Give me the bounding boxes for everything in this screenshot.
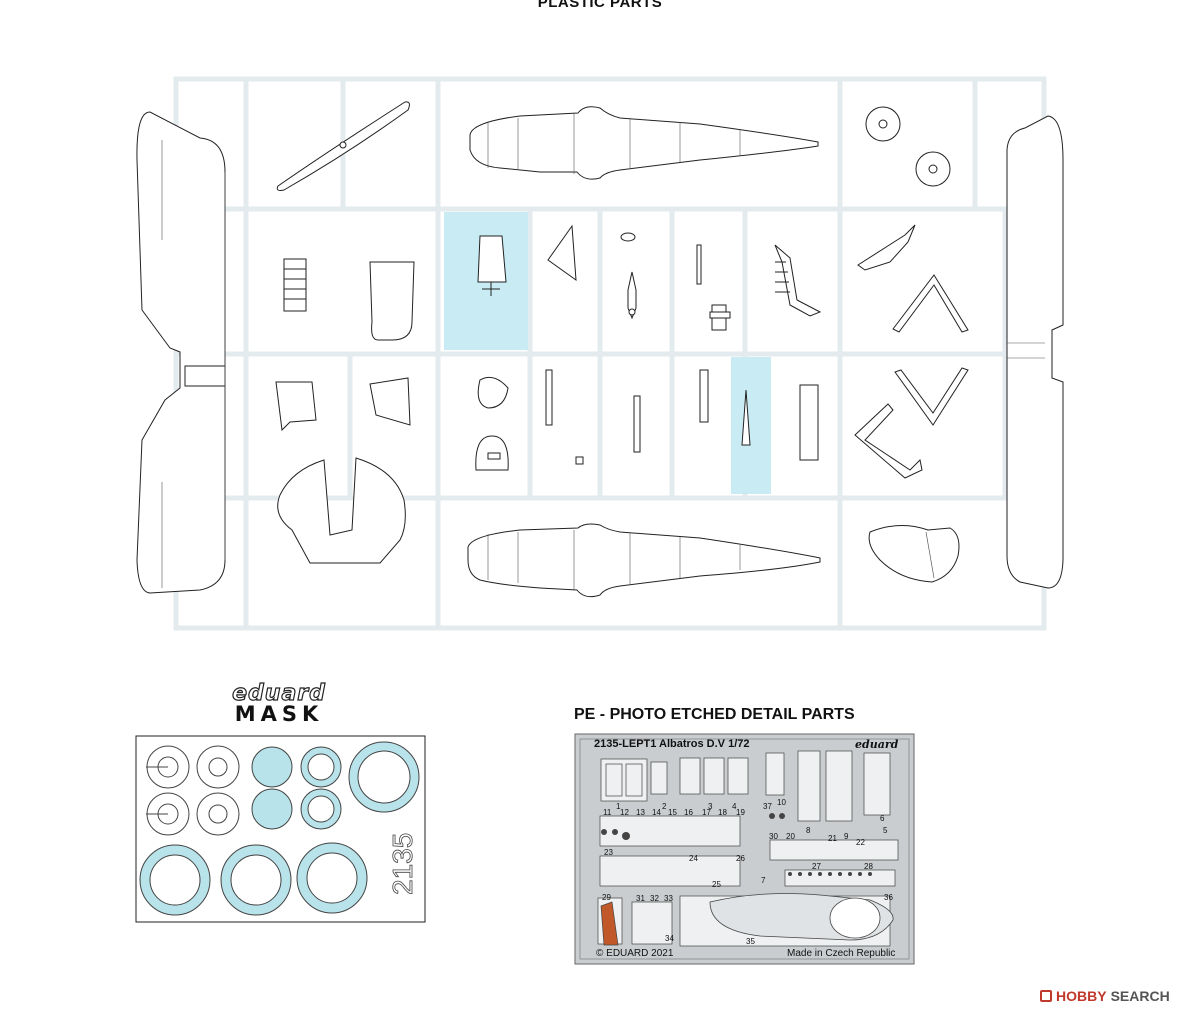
- pe-part-number: 7: [761, 876, 766, 885]
- pe-copyright: © EDUARD 2021: [596, 948, 674, 959]
- pe-part-number: 14: [652, 808, 661, 817]
- seat: [477, 235, 507, 283]
- plastic-parts-heading: PLASTIC PARTS: [537, 0, 663, 11]
- pe-part-number: 31: [636, 894, 645, 903]
- lower-wing-left: [136, 111, 226, 594]
- pe-part-number: 8: [806, 826, 811, 835]
- side-panel: [868, 525, 960, 583]
- pe-part-number: 32: [650, 894, 659, 903]
- pe-fret: [574, 733, 915, 965]
- strut-a: [275, 381, 317, 432]
- mask-label: MASK: [234, 702, 324, 726]
- pe-part-number: 20: [786, 832, 795, 841]
- pe-part-number: 27: [812, 862, 821, 871]
- pe-fret-brand: eduard: [855, 738, 899, 751]
- pe-part-number: 17: [702, 808, 711, 817]
- cowling: [277, 457, 406, 564]
- pe-fret-header: 2135-LEPT1 Albatros D.V 1/72: [594, 738, 750, 750]
- wheel: [865, 106, 901, 142]
- pe-part-number: 10: [777, 798, 786, 807]
- pe-part-number: 24: [689, 854, 698, 863]
- strut-b: [369, 377, 411, 426]
- pe-part-number: 26: [736, 854, 745, 863]
- pe-part-number: 18: [718, 808, 727, 817]
- tail-fin: [547, 224, 577, 282]
- pe-part-number: 4: [732, 802, 737, 811]
- pe-part-number: 12: [620, 808, 629, 817]
- pe-part-number: 19: [736, 808, 745, 817]
- pe-part-number: 35: [746, 937, 755, 946]
- pe-part-number: 33: [664, 894, 673, 903]
- pe-part-number: 37: [763, 802, 772, 811]
- pe-part-number: 11: [603, 808, 612, 817]
- pe-part-number: 9: [844, 832, 849, 841]
- interplane-strut: [894, 367, 969, 426]
- pe-part-number: 16: [684, 808, 693, 817]
- wheel: [915, 151, 951, 187]
- fuselage-half-lower: [467, 523, 821, 598]
- pe-part-number: 2: [662, 802, 667, 811]
- hobbysearch-logo-icon: [1040, 990, 1052, 1002]
- pe-part-number: 23: [604, 848, 613, 857]
- pe-part-number: 22: [856, 838, 865, 847]
- pe-heading: PE - PHOTO ETCHED DETAIL PARTS: [574, 706, 855, 723]
- pe-part-number: 3: [708, 802, 713, 811]
- pe-part-number: 34: [665, 934, 674, 943]
- radiator: [283, 258, 307, 312]
- interplane-strut: [854, 403, 923, 479]
- watermark: HOBBY SEARCH: [1040, 988, 1170, 1004]
- pe-made-in: Made in Czech Republic: [787, 948, 896, 959]
- mask-brand: eduard MASK: [213, 681, 345, 726]
- mask-sheet: 2135: [135, 735, 426, 923]
- cabane-strut: [857, 224, 916, 271]
- pe-part-number: 15: [668, 808, 677, 817]
- landing-gear-strut: [774, 244, 822, 317]
- pe-part-number: 30: [769, 832, 778, 841]
- watermark-search: SEARCH: [1110, 988, 1170, 1004]
- cowl-panel: [369, 261, 415, 341]
- pe-part-number: 28: [864, 862, 873, 871]
- pe-part-number: 21: [828, 834, 837, 843]
- cabane-strut: [892, 274, 969, 333]
- pe-part-number: 6: [880, 814, 885, 823]
- eduard-logo: eduard: [232, 681, 326, 706]
- pe-part-number: 1: [616, 802, 621, 811]
- sprue-frame: [173, 76, 1047, 631]
- watermark-hobby: HOBBY: [1056, 988, 1107, 1004]
- lower-wing-right: [1006, 115, 1064, 589]
- pe-part-number: 29: [602, 893, 611, 902]
- pe-part-number: 25: [712, 880, 721, 889]
- fuselage-half-upper: [469, 106, 819, 180]
- pe-part-number: 13: [636, 808, 645, 817]
- pe-part-number: 5: [883, 826, 888, 835]
- pe-part-number: 36: [884, 893, 893, 902]
- mask-code: 2135: [387, 833, 418, 895]
- highlight-block: [731, 357, 771, 494]
